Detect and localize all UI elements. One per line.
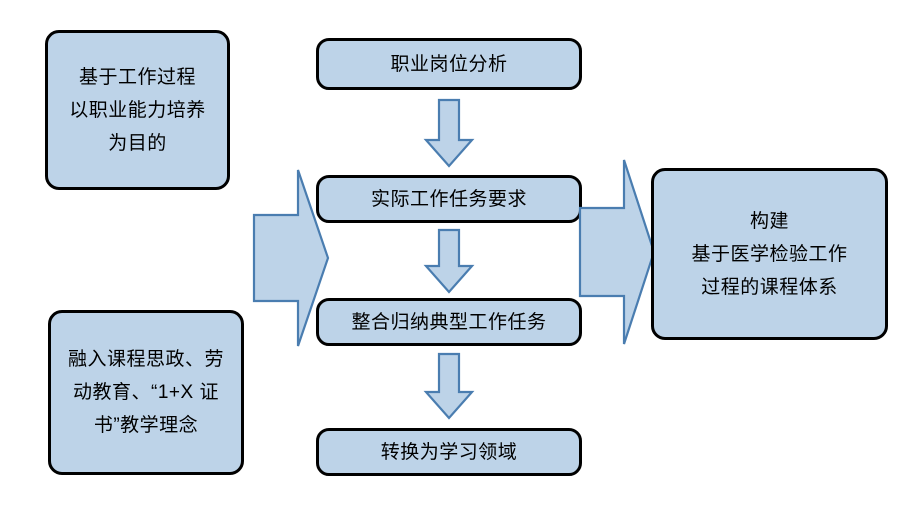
right-arrow-right-icon — [578, 159, 656, 345]
down-arrow-1-icon — [423, 98, 475, 168]
node-curriculum-system-line-2: 基于医学检验工作 — [691, 243, 848, 265]
node-ideology[interactable]: 融入课程思政、劳 动教育、“1+X 证 书”教学理念 — [48, 310, 244, 475]
down-arrow-3-icon — [423, 352, 475, 420]
node-principle-line-1: 基于工作过程 — [78, 66, 196, 88]
node-ideology-line-3: 书”教学理念 — [93, 415, 199, 436]
node-typical-tasks[interactable]: 整合归纳典型工作任务 — [316, 298, 582, 346]
down-arrow-2-icon — [423, 228, 475, 294]
node-curriculum-system-line-3: 过程的课程体系 — [701, 276, 838, 298]
node-job-analysis-label: 职业岗位分析 — [390, 53, 508, 75]
node-principle-line-2: 以职业能力培养 — [69, 99, 206, 121]
node-curriculum-system[interactable]: 构建 基于医学检验工作 过程的课程体系 — [651, 168, 888, 340]
node-curriculum-system-line-1: 构建 — [749, 210, 789, 232]
node-principle[interactable]: 基于工作过程 以职业能力培养 为目的 — [45, 30, 230, 190]
node-ideology-line-1: 融入课程思政、劳 — [67, 349, 224, 370]
node-principle-line-3: 为目的 — [108, 132, 167, 154]
node-typical-tasks-label: 整合归纳典型工作任务 — [351, 311, 547, 333]
node-ideology-line-2: 动教育、“1+X 证 — [73, 382, 219, 403]
node-task-requirement-label: 实际工作任务要求 — [370, 188, 527, 210]
node-job-analysis[interactable]: 职业岗位分析 — [316, 38, 582, 90]
node-learning-field-label: 转换为学习领域 — [380, 441, 518, 463]
node-learning-field[interactable]: 转换为学习领域 — [316, 428, 582, 476]
right-arrow-left-icon — [252, 169, 330, 347]
node-task-requirement[interactable]: 实际工作任务要求 — [316, 175, 582, 223]
